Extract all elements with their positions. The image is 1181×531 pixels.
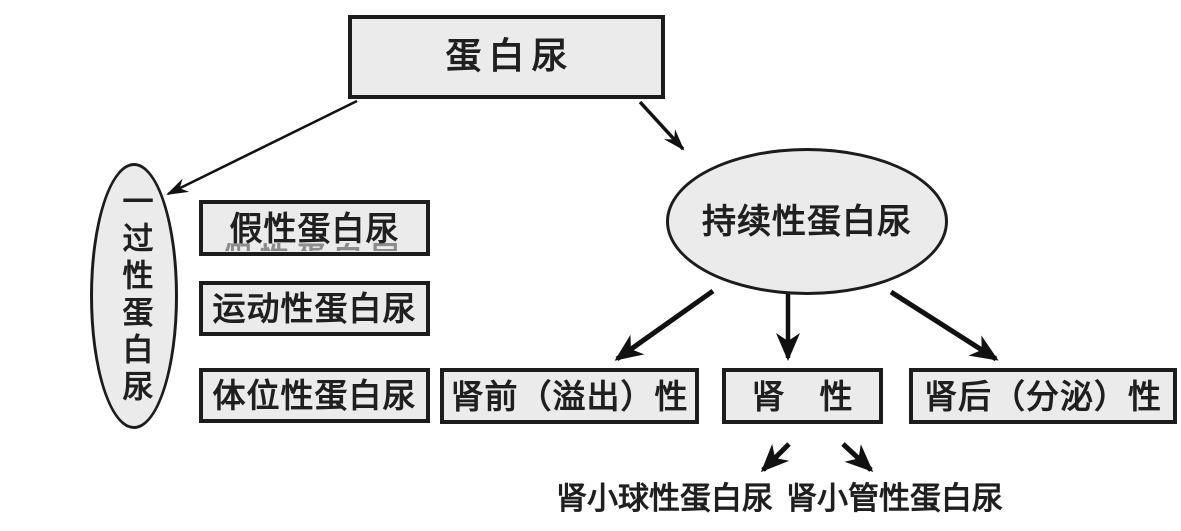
node-exercise-proteinuria: 运动性蛋白尿 xyxy=(199,281,430,336)
arrow-proteinuria-to-persistent xyxy=(638,100,685,151)
node-prerenal: 肾前（溢出）性 xyxy=(440,368,699,424)
node-renal: 肾 性 xyxy=(722,368,883,424)
arrow-renal-to-glomerular xyxy=(760,442,791,473)
node-prerenal-label: 肾前（溢出）性 xyxy=(450,376,689,416)
label-glomerular-proteinuria: 肾小球性蛋白尿 xyxy=(556,481,773,517)
node-postrenal-label: 肾后（分泌）性 xyxy=(924,376,1162,416)
node-proteinuria-label: 蛋白尿 xyxy=(445,36,575,77)
arrow-proteinuria-to-transient xyxy=(166,99,358,196)
node-persistent-proteinuria: 持续性蛋白尿 xyxy=(666,148,948,295)
node-transient-proteinuria-label: 一过性蛋白尿 xyxy=(116,185,153,407)
node-persistent-proteinuria-label: 持续性蛋白尿 xyxy=(702,201,912,242)
node-pseudo-proteinuria: 假性蛋白尿 假性蛋白尿 xyxy=(199,200,430,256)
arrow-persistent-to-postrenal xyxy=(889,289,999,362)
node-exercise-proteinuria-label: 运动性蛋白尿 xyxy=(212,289,417,328)
label-tubular-proteinuria: 肾小管性蛋白尿 xyxy=(786,481,1003,517)
node-transient-proteinuria: 一过性蛋白尿 xyxy=(90,163,178,429)
node-renal-label: 肾 性 xyxy=(751,376,854,416)
node-postrenal: 肾后（分泌）性 xyxy=(909,368,1177,424)
node-postural-proteinuria-label: 体位性蛋白尿 xyxy=(212,376,417,415)
node-postural-proteinuria: 体位性蛋白尿 xyxy=(199,368,430,423)
node-pseudo-proteinuria-label: 假性蛋白尿 xyxy=(229,208,400,248)
arrow-renal-to-tubular xyxy=(841,442,874,473)
node-proteinuria: 蛋白尿 xyxy=(348,15,665,99)
arrow-persistent-to-prerenal xyxy=(614,288,715,362)
